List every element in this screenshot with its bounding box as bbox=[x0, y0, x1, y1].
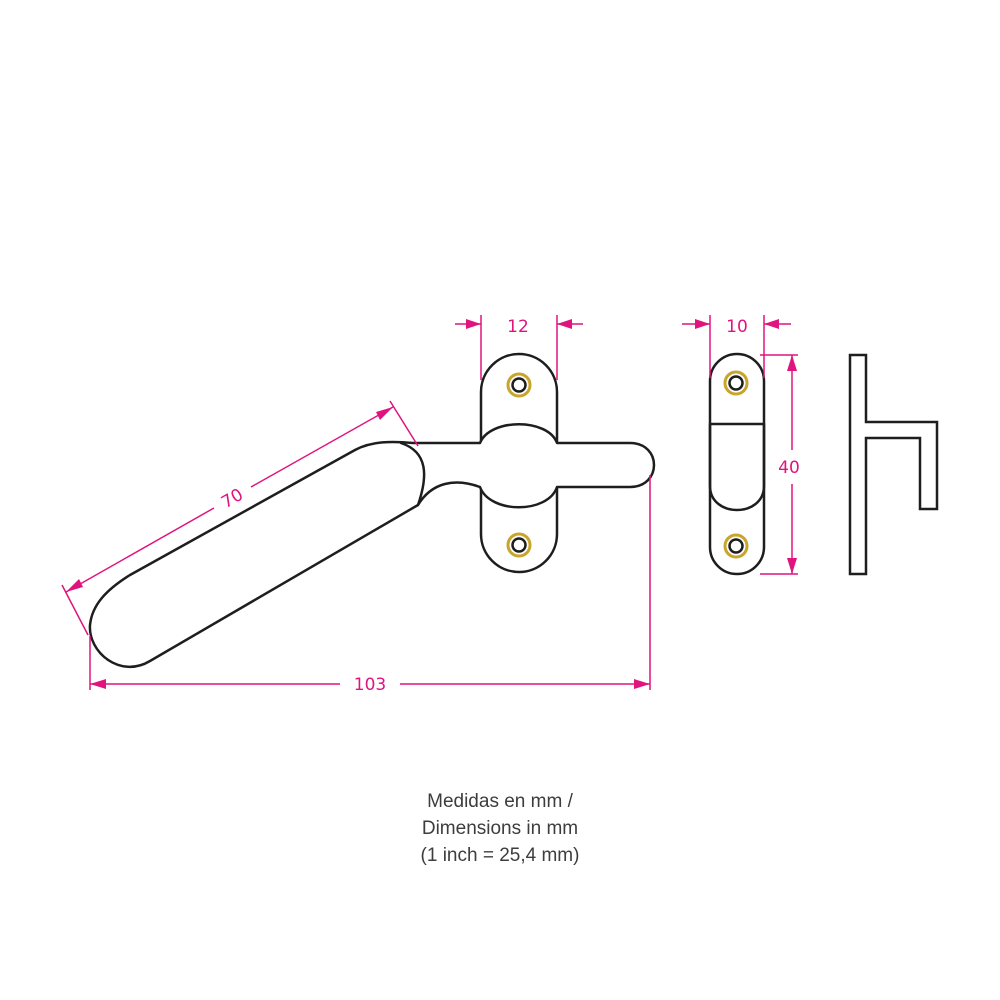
handle-lever bbox=[88, 423, 656, 668]
dim-70-arrow-right bbox=[376, 407, 393, 420]
units-note-line-3: (1 inch = 25,4 mm) bbox=[420, 845, 580, 866]
dim-10-label: 10 bbox=[726, 317, 748, 337]
dim-12-label: 12 bbox=[507, 317, 529, 337]
dim-12-arrow-right bbox=[557, 319, 572, 329]
handle-grip-edge bbox=[399, 441, 426, 507]
dim-70-label: 70 bbox=[218, 485, 247, 513]
dim-12-arrow-left bbox=[466, 319, 481, 329]
keeper-screw-top bbox=[723, 370, 749, 396]
dim-70-extension-right bbox=[389, 400, 419, 447]
keeper-side-profile bbox=[848, 353, 939, 576]
dim-40-arrow-bottom bbox=[787, 558, 797, 574]
units-note: Medidas en mm / Dimensions in mm (1 inch… bbox=[300, 788, 700, 869]
units-note-line-1: Medidas en mm / bbox=[427, 791, 573, 812]
dim-103-arrow-left bbox=[90, 679, 106, 689]
keeper-screw-bottom bbox=[723, 533, 749, 559]
dim-70-extension-left bbox=[61, 584, 89, 636]
dim-10-arrow-right bbox=[764, 319, 779, 329]
handle-screw-bottom bbox=[506, 532, 532, 558]
dim-103-arrow-right bbox=[634, 679, 650, 689]
dim-40-label: 40 bbox=[778, 458, 800, 478]
dim-10-arrow-left bbox=[695, 319, 710, 329]
dim-70-line-b bbox=[250, 406, 394, 488]
dim-70-arrow-left bbox=[66, 579, 83, 592]
dimension-lines bbox=[61, 315, 798, 690]
units-note-line-2: Dimensions in mm bbox=[421, 818, 579, 839]
keeper bbox=[708, 352, 766, 576]
dim-40-arrow-top bbox=[787, 355, 797, 371]
dim-70-line-a bbox=[65, 507, 215, 593]
window-handle bbox=[88, 352, 656, 668]
dim-103-label: 103 bbox=[354, 675, 386, 695]
keeper-slot bbox=[708, 422, 766, 512]
handle-screw-top bbox=[506, 372, 532, 398]
